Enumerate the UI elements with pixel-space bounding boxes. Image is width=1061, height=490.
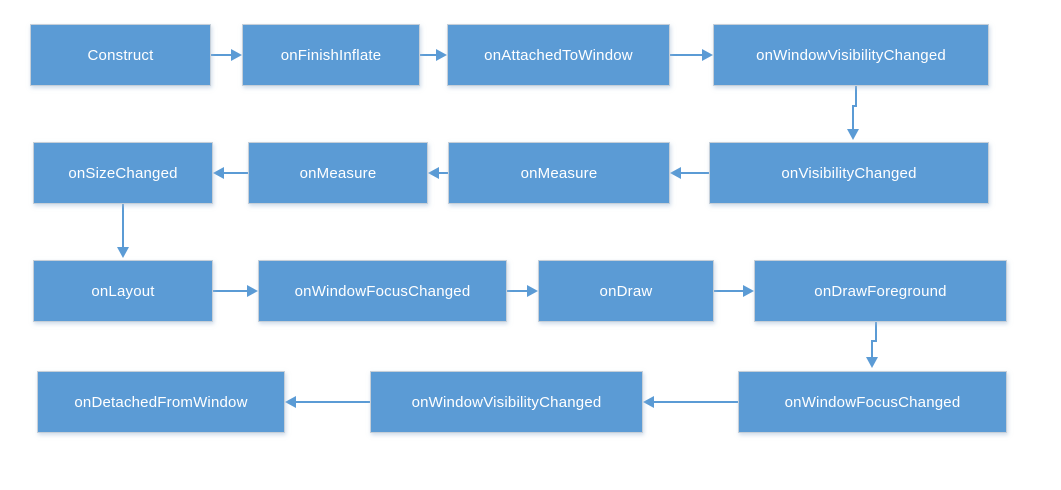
connector-onlayout-to-onwindowfocuschanged (213, 285, 258, 297)
connector-onwindowvisibilitychanged-to-onvisibilitychanged (847, 86, 859, 140)
node-onwindowvisibilitychanged-2: onWindowVisibilityChanged (370, 371, 643, 433)
node-label: onAttachedToWindow (484, 46, 633, 64)
connector-onvisibilitychanged-to-onmeasure2 (670, 167, 709, 179)
node-label: onFinishInflate (280, 46, 382, 64)
node-onmeasure-1: onMeasure (248, 142, 428, 204)
connector-construct-to-onfinishinflate (211, 49, 242, 61)
node-onsizechanged: onSizeChanged (33, 142, 213, 204)
node-label: onVisibilityChanged (781, 164, 917, 182)
node-onwindowvisibilitychanged-1: onWindowVisibilityChanged (713, 24, 989, 86)
node-label: onWindowFocusChanged (784, 393, 961, 411)
node-label: onSizeChanged (68, 164, 178, 182)
connector-onattachedtowindow-to-onwindowvisibilitychanged (670, 49, 713, 61)
node-onlayout: onLayout (33, 260, 213, 322)
node-label: onLayout (91, 282, 155, 300)
node-label: onWindowVisibilityChanged (411, 393, 602, 411)
node-label: onMeasure (520, 164, 598, 182)
node-label: onDraw (599, 282, 653, 300)
node-ondetachedfromwindow: onDetachedFromWindow (37, 371, 285, 433)
connector-onwindowvisibilitychanged2-to-ondetachedfromwindow (285, 396, 370, 408)
connector-onwindowfocuschanged-to-ondraw (507, 285, 538, 297)
node-onwindowfocuschanged-2: onWindowFocusChanged (738, 371, 1007, 433)
connector-onmeasure1-to-onsizechanged (213, 167, 248, 179)
node-label: onWindowFocusChanged (294, 282, 471, 300)
node-construct: Construct (30, 24, 211, 86)
node-onwindowfocuschanged-1: onWindowFocusChanged (258, 260, 507, 322)
node-onattachedtowindow: onAttachedToWindow (447, 24, 670, 86)
node-label: onDrawForeground (814, 282, 947, 300)
node-label: onDetachedFromWindow (74, 393, 248, 411)
connector-onfinishinflate-to-onattachedtowindow (420, 49, 447, 61)
node-label: Construct (87, 46, 154, 64)
connector-ondrawforeground-to-onwindowfocuschanged2 (866, 322, 878, 368)
node-label: onMeasure (299, 164, 377, 182)
connector-onwindowfocuschanged2-to-onwindowvisibilitychanged2 (643, 396, 738, 408)
node-label: onWindowVisibilityChanged (756, 46, 946, 64)
node-onvisibilitychanged: onVisibilityChanged (709, 142, 989, 204)
connector-onsizechanged-to-onlayout (117, 204, 129, 258)
connector-ondraw-to-ondrawforeground (714, 285, 754, 297)
node-onmeasure-2: onMeasure (448, 142, 670, 204)
node-ondrawforeground: onDrawForeground (754, 260, 1007, 322)
node-ondraw: onDraw (538, 260, 714, 322)
connector-onmeasure2-to-onmeasure1 (428, 167, 448, 179)
node-onfinishinflate: onFinishInflate (242, 24, 420, 86)
